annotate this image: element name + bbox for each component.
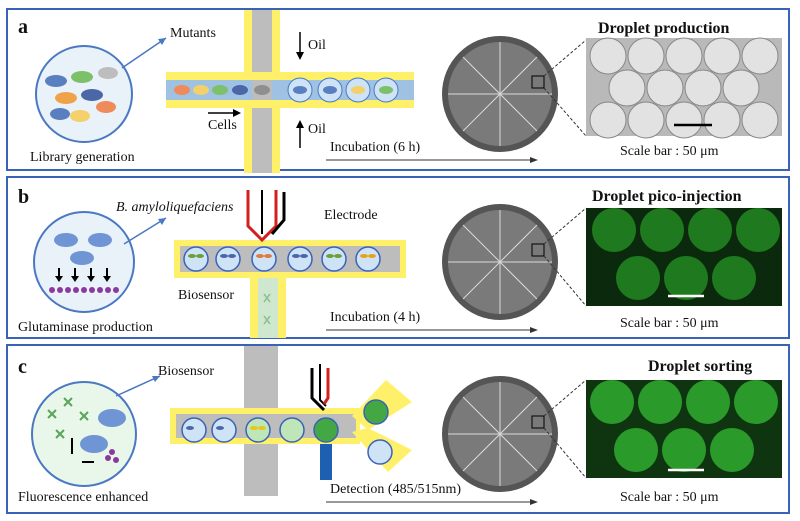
panel-letter: b <box>18 186 30 208</box>
label-bacteria: B. amyloliquefaciens <box>116 200 234 215</box>
label-biosensor: Biosensor <box>158 364 214 379</box>
step-label: Detection (485/515nm) <box>330 482 462 497</box>
panel-a: a Droplet production <box>6 8 790 173</box>
label-cells: Cells <box>208 118 237 133</box>
panel-b-drawing <box>33 190 782 338</box>
label-mutants: Mutants <box>170 26 216 41</box>
scale-bar-label: Scale bar : 50 μm <box>620 316 719 331</box>
injector <box>246 190 278 243</box>
label-oil-top: Oil <box>308 38 326 53</box>
detector <box>320 444 332 480</box>
scale-bar-label: Scale bar : 50 μm <box>620 490 719 505</box>
step-label: Incubation (4 h) <box>330 310 421 325</box>
panel-c-drawing <box>31 346 782 505</box>
panel-title: Droplet pico-injection <box>592 188 742 205</box>
panel-b: b Droplet pico-injection <box>6 176 790 339</box>
panel-title: Droplet production <box>598 20 730 37</box>
panel-letter: a <box>18 16 28 38</box>
panel-c: c Droplet sorting <box>6 344 790 514</box>
fluorescence-caption: Fluorescence enhanced <box>18 490 149 505</box>
label-electrode: Electrode <box>324 208 378 223</box>
panel-title: Droplet sorting <box>648 358 753 375</box>
panel-letter: c <box>18 356 27 378</box>
production-caption: Glutaminase production <box>18 320 153 335</box>
label-oil-bottom: Oil <box>308 122 326 137</box>
step-label: Incubation (6 h) <box>330 140 421 155</box>
biosensor-circle <box>31 381 137 487</box>
library-caption: Library generation <box>30 150 135 165</box>
panel-a-drawing <box>35 10 782 173</box>
label-biosensor: Biosensor <box>178 288 234 303</box>
scale-bar-label: Scale bar : 50 μm <box>620 144 719 159</box>
